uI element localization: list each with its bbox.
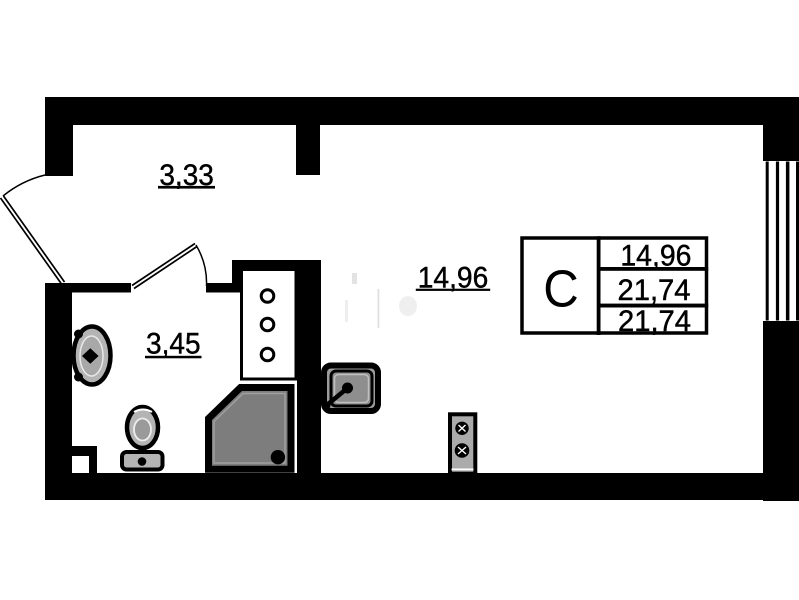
svg-text:С: С bbox=[543, 261, 579, 319]
svg-text:14,96: 14,96 bbox=[620, 240, 691, 273]
svg-text:21,74: 21,74 bbox=[618, 305, 691, 338]
svg-text:3,45: 3,45 bbox=[146, 328, 201, 361]
svg-text:21,74: 21,74 bbox=[618, 274, 691, 307]
